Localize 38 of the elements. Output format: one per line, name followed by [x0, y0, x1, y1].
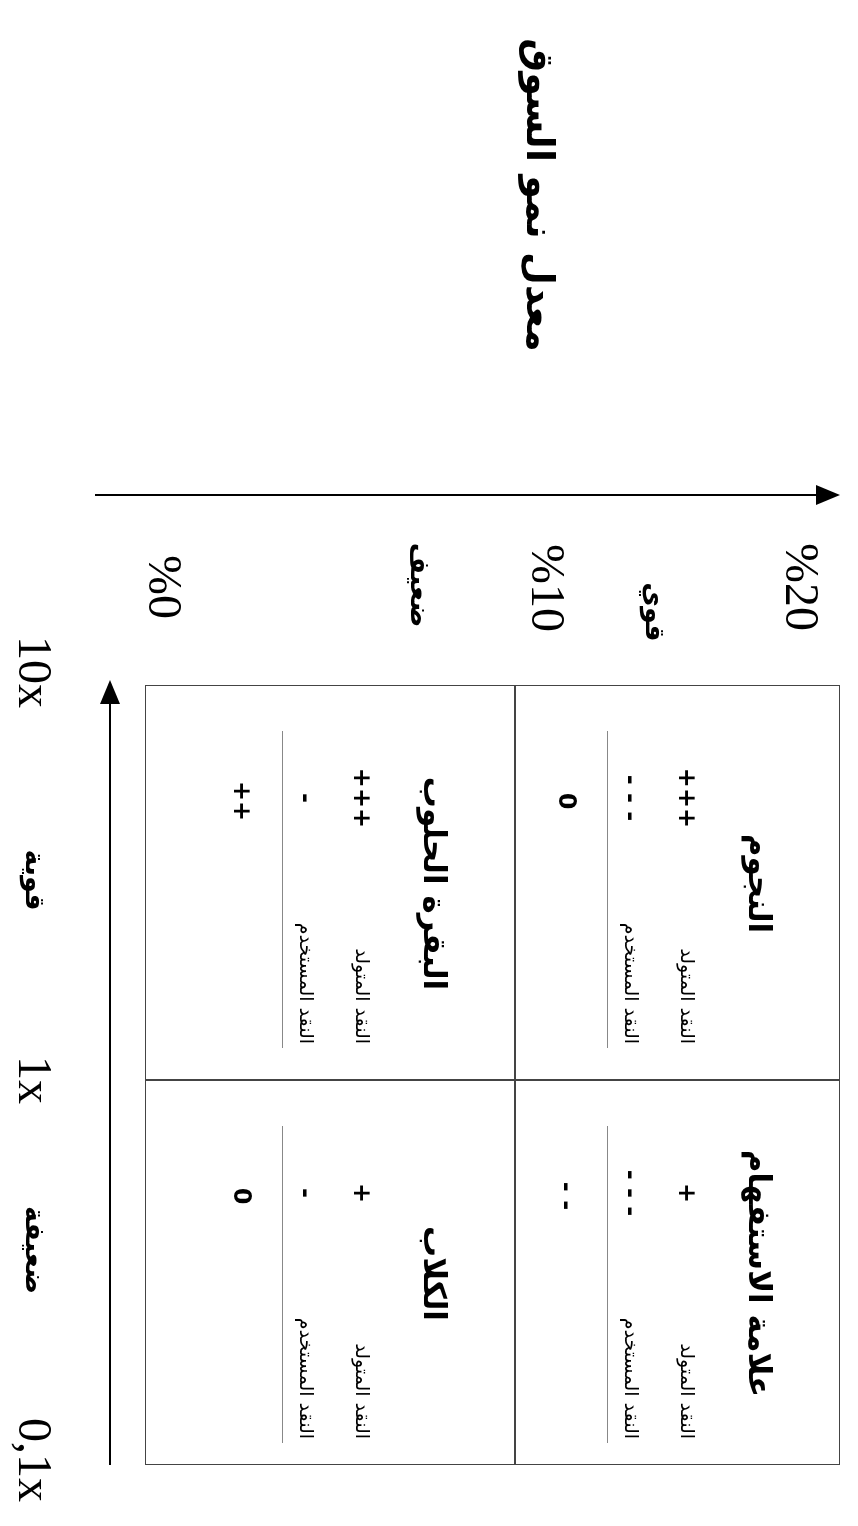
- tick-label: 0,1x: [11, 1418, 59, 1502]
- cash-label: النقد المتولد: [677, 1343, 697, 1439]
- cash-value: -: [294, 1188, 318, 1198]
- cash-value: +: [350, 1182, 374, 1204]
- cash-label: النقد المتولد: [677, 948, 697, 1044]
- matrix-cell: [515, 685, 840, 1080]
- cash-label: النقد المستخدم: [621, 1317, 641, 1439]
- tick-label: 1x: [11, 1056, 59, 1104]
- tick-label: %10: [524, 544, 572, 632]
- axis-label: قوي: [641, 582, 669, 642]
- cash-label: النقد المتولد: [352, 948, 372, 1044]
- cell-heading: النجوم: [743, 833, 775, 934]
- matrix-cell: [145, 1080, 515, 1465]
- cash-result: 0: [230, 1187, 254, 1205]
- cell-heading: البقرة الحلوب: [418, 776, 450, 991]
- cell-heading: الكلاب: [418, 1226, 450, 1321]
- cash-result: 0: [555, 792, 579, 810]
- axis-label: ضعيفة: [21, 1205, 49, 1295]
- cash-value: +++: [350, 767, 374, 829]
- cash-value: -: [294, 793, 318, 803]
- cell-heading: علامة الاستفهام: [743, 1149, 775, 1398]
- cash-label: النقد المستخدم: [296, 922, 316, 1044]
- cash-label: النقد المستخدم: [621, 922, 641, 1044]
- axis-label: قوية: [21, 849, 49, 911]
- cash-value: +: [675, 1182, 699, 1204]
- cash-value: - - -: [619, 774, 643, 822]
- cash-result: - -: [555, 1181, 579, 1211]
- axis-label: ضعيف: [406, 542, 434, 628]
- matrix-cell: [515, 1080, 840, 1465]
- cash-label: النقد المستخدم: [296, 1317, 316, 1439]
- tick-label: %20: [778, 543, 826, 631]
- cash-value: - - -: [619, 1169, 643, 1217]
- cash-label: النقد المتولد: [352, 1343, 372, 1439]
- cash-value: +++: [675, 767, 699, 829]
- cash-result: ++: [230, 780, 254, 822]
- tick-label: %0: [141, 555, 189, 619]
- matrix-cell: [145, 685, 515, 1080]
- tick-label: 10x: [11, 636, 59, 708]
